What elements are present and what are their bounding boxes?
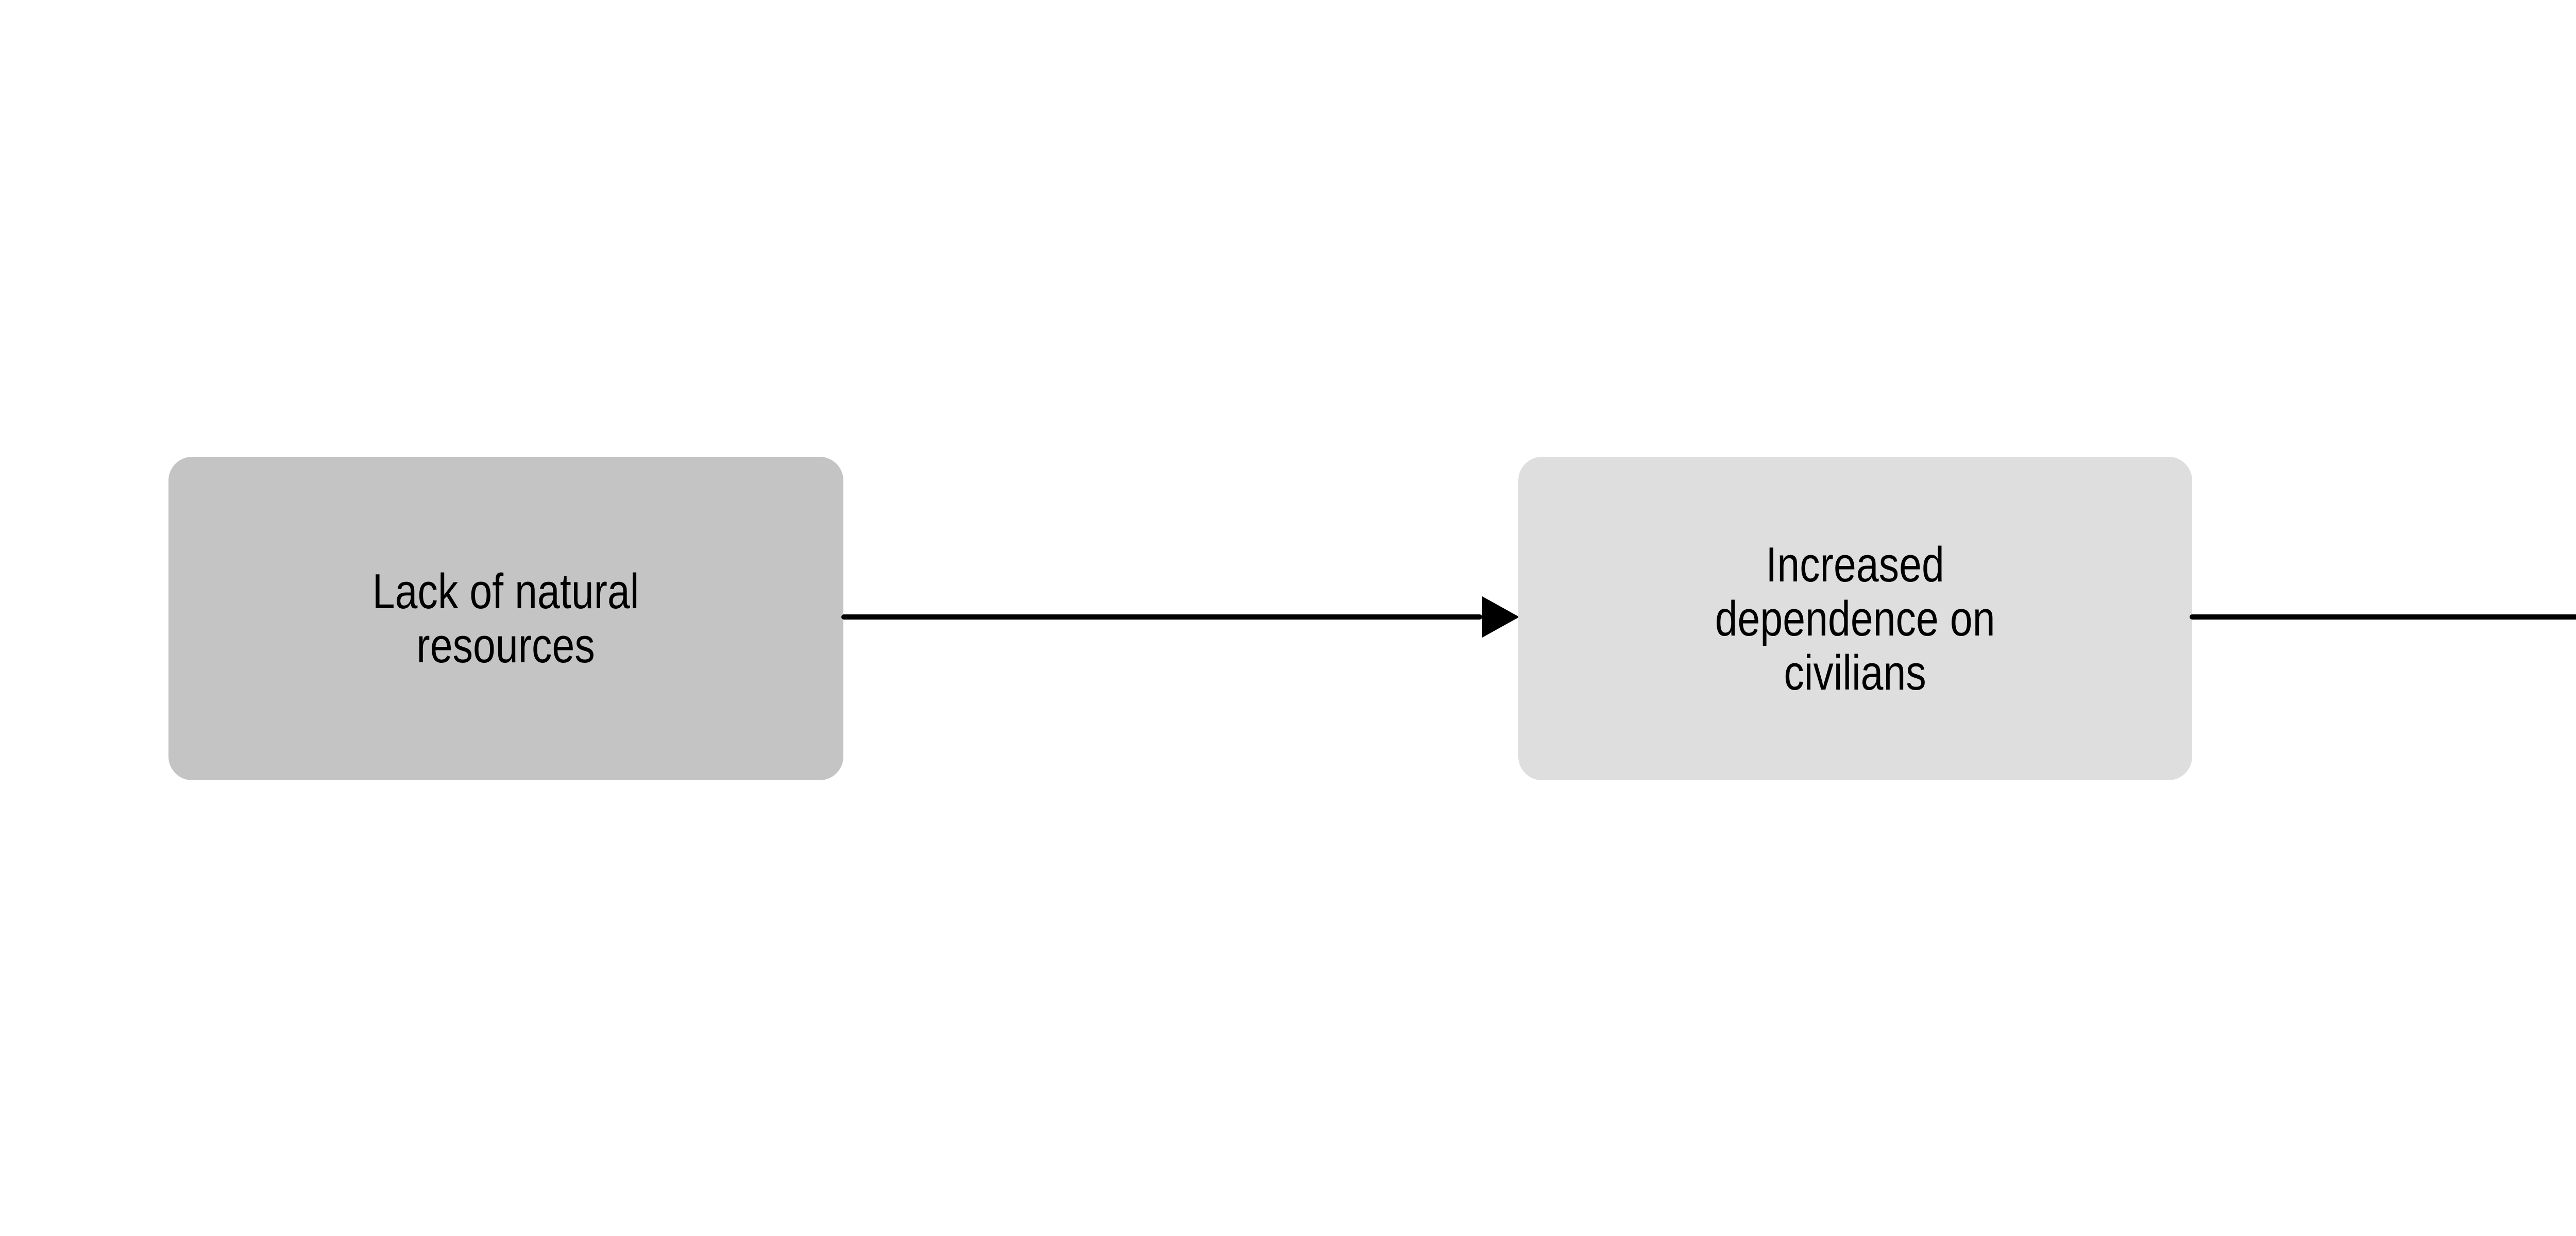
flow-node-label: Increased dependence on civilians: [1715, 537, 1995, 700]
flow-node-label: Lack of natural resources: [372, 564, 639, 673]
flow-edge-1-line: [841, 614, 1482, 620]
flow-node-lack-of-natural-resources[interactable]: Lack of natural resources: [168, 457, 843, 780]
flow-edge-2-line: [2190, 614, 2576, 620]
flow-edge-1-arrowhead-icon: [1482, 596, 1519, 638]
flow-node-increased-dependence-on-civilians[interactable]: Increased dependence on civilians: [1518, 457, 2192, 780]
